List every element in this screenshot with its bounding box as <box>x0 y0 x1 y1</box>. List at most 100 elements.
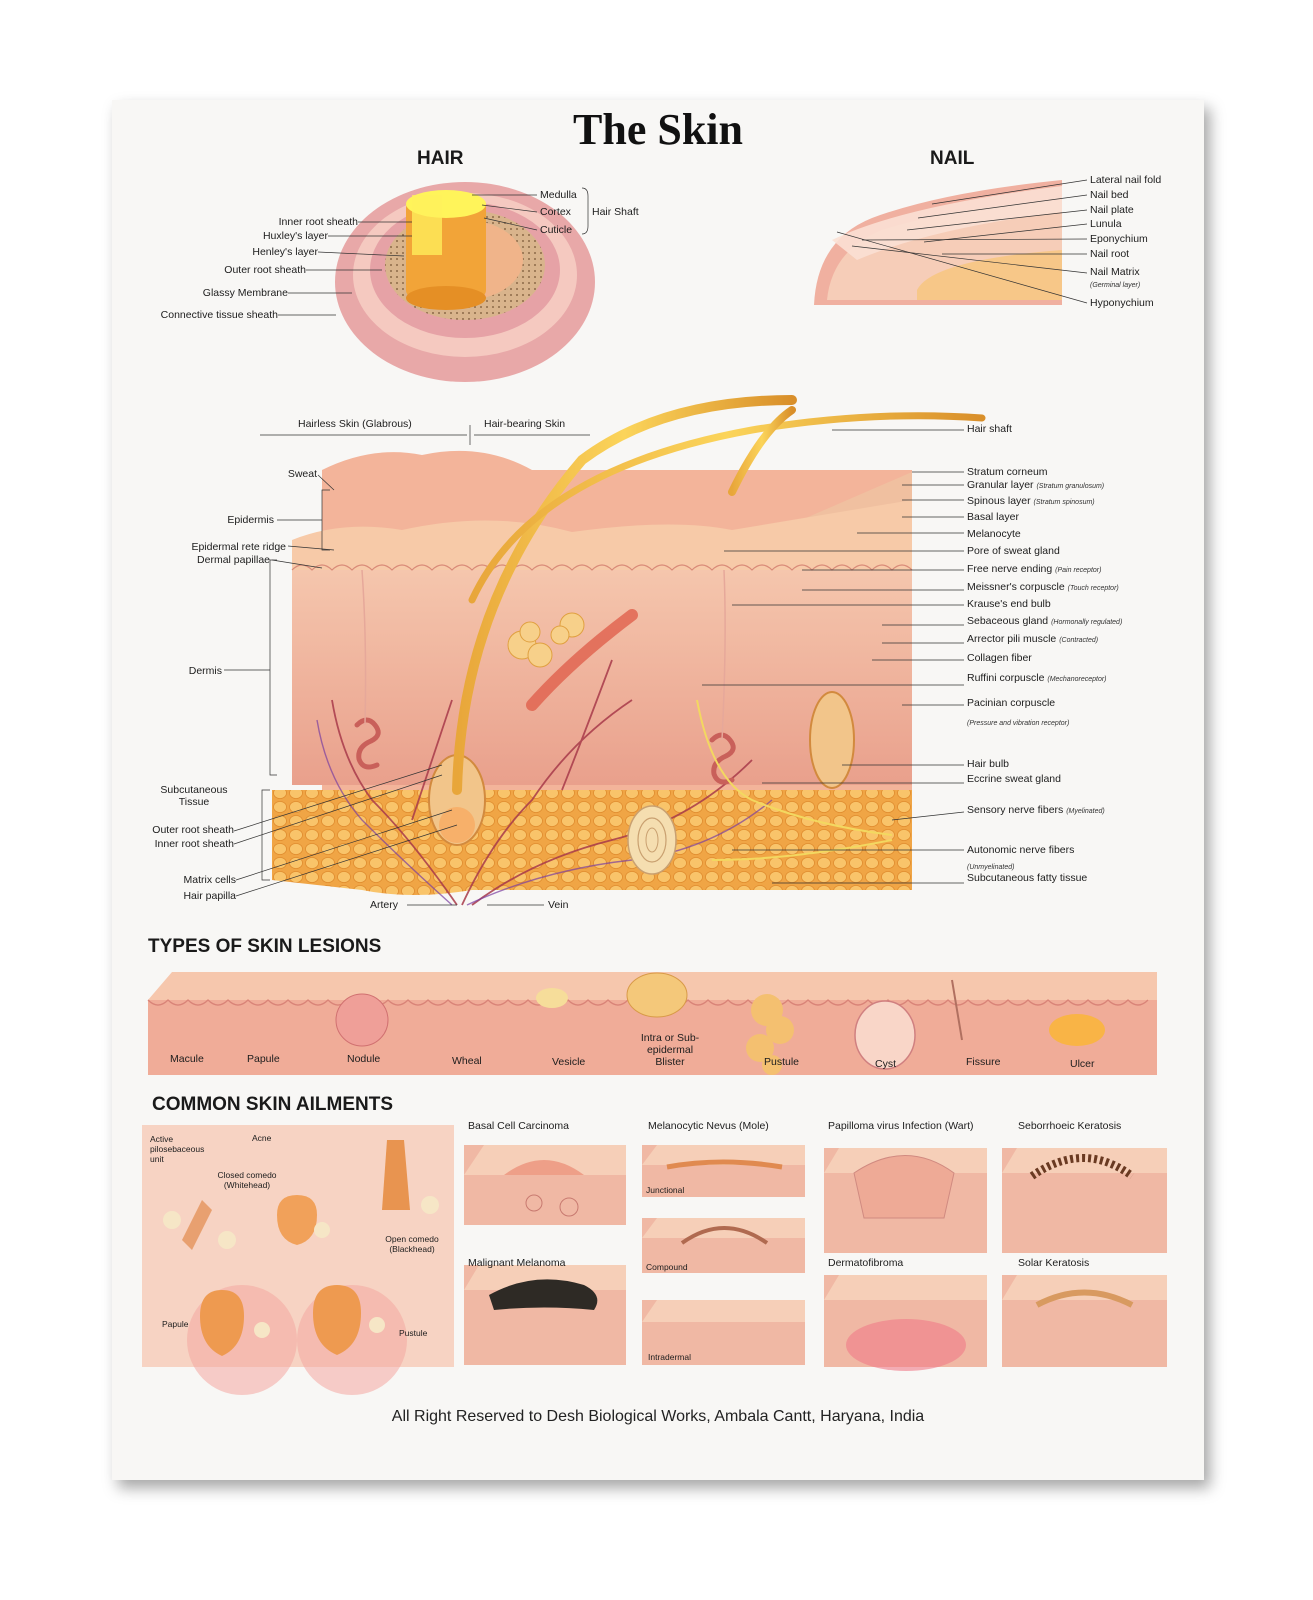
label-hairbearing-skin: Hair-bearing Skin <box>484 418 566 430</box>
main-label-text: Melanocyte <box>967 528 1021 540</box>
label-main-inner-root-sheath: Inner root sheath <box>154 838 234 850</box>
label-glassy-membrane: Glassy Membrane <box>202 287 288 299</box>
ailment-seborrhoeic-keratosis: Seborrhoeic Keratosis <box>1018 1120 1122 1132</box>
main-label-note: (Mechanoreceptor) <box>1047 676 1107 683</box>
main-label-16: Eccrine sweat gland <box>967 773 1061 785</box>
ailment-melanocytic-nevus: Melanocytic Nevus (Mole) <box>648 1120 769 1132</box>
ailments-section-title: COMMON SKIN AILMENTS <box>152 1094 394 1115</box>
main-label-text: Sebaceous gland <box>967 615 1049 627</box>
label-dermal-papillae: Dermal papillae <box>197 554 270 566</box>
main-label-note: (Contracted) <box>1059 637 1099 644</box>
skin-block <box>272 370 986 906</box>
label-lunula: Lunula <box>1090 218 1122 230</box>
main-label-7: Free nerve ending (Pain receptor) <box>967 563 1101 577</box>
main-label-2: Granular layer (Stratum granulosum) <box>967 479 1104 493</box>
main-label-note: (Stratum spinosum) <box>1033 499 1095 506</box>
main-label-text: Meissner's corpuscle <box>967 581 1065 593</box>
label-hairless-skin: Hairless Skin (Glabrous) <box>298 418 412 430</box>
lesion-nodule: Nodule <box>347 1053 381 1065</box>
hair-cross-section <box>335 182 595 382</box>
label-matrix-cells: Matrix cells <box>183 874 236 886</box>
ailment-papilloma-wart: Papilloma virus Infection (Wart) <box>828 1120 974 1132</box>
main-leader-lines <box>224 425 965 906</box>
acne-pustule: Pustule <box>399 1328 428 1338</box>
label-artery: Artery <box>370 899 399 911</box>
nevus-compound: Compound <box>646 1262 688 1272</box>
main-label-text: Autonomic nerve fibers <box>967 844 1075 856</box>
main-label-15: Hair bulb <box>967 758 1009 770</box>
label-nail-matrix: Nail Matrix <box>1090 266 1140 278</box>
label-nail-plate: Nail plate <box>1090 204 1134 216</box>
ailment-solar-keratosis: Solar Keratosis <box>1018 1257 1090 1269</box>
main-label-text: Free nerve ending <box>967 563 1053 575</box>
lesion-cyst: Cyst <box>875 1058 896 1070</box>
label-lateral-nail-fold: Lateral nail fold <box>1090 174 1162 186</box>
label-cortex: Cortex <box>540 206 571 218</box>
nevus-junctional: Junctional <box>646 1185 685 1195</box>
label-hair-shaft: Hair Shaft <box>592 206 639 218</box>
main-label-13: Ruffini corpuscle (Mechanoreceptor) <box>967 672 1107 686</box>
main-label-0: Hair shaft <box>967 423 1012 435</box>
label-vein: Vein <box>548 899 569 911</box>
label-sweat: Sweat <box>287 468 317 480</box>
lesions-section-title: TYPES OF SKIN LESIONS <box>148 936 382 957</box>
label-epidermis: Epidermis <box>227 514 274 526</box>
main-label-5: Melanocyte <box>967 528 1021 540</box>
label-inner-root-sheath: Inner root sheath <box>278 216 358 228</box>
footer-copyright: All Right Reserved to Desh Biological Wo… <box>391 1408 925 1425</box>
label-main-outer-root-sheath: Outer root sheath <box>152 824 234 836</box>
label-dermis: Dermis <box>188 665 222 677</box>
main-label-1: Stratum corneum <box>967 466 1048 478</box>
acne-acne: Acne <box>252 1133 272 1143</box>
lesion-pustule: Pustule <box>764 1056 800 1068</box>
ailment-dermatofibroma: Dermatofibroma <box>828 1257 904 1269</box>
ailment-basal-cell-carcinoma: Basal Cell Carcinoma <box>468 1120 569 1132</box>
main-label-9: Krause's end bulb <box>967 598 1051 610</box>
nail-section-title: NAIL <box>930 148 975 169</box>
ailment-tiles <box>464 1145 1167 1371</box>
main-label-text: Subcutaneous fatty tissue <box>967 872 1088 884</box>
main-label-14: Pacinian corpuscle <box>967 697 1055 709</box>
nail-illustration <box>814 180 1062 305</box>
main-label-11: Arrector pili muscle (Contracted) <box>967 633 1098 647</box>
main-label-text: Arrector pili muscle <box>967 633 1057 645</box>
main-label-text: Basal layer <box>967 511 1019 523</box>
main-label-text: Spinous layer <box>967 495 1031 507</box>
main-label-text: Pore of sweat gland <box>967 545 1060 557</box>
acne-panel <box>142 1125 454 1395</box>
acne-papule: Papule <box>162 1319 189 1329</box>
lesions-strip <box>147 972 1157 1075</box>
label-eponychium: Eponychium <box>1090 233 1148 245</box>
main-label-10: Sebaceous gland (Hormonally regulated) <box>967 615 1122 629</box>
lesion-fissure: Fissure <box>966 1056 1001 1068</box>
poster-title: The Skin <box>573 105 743 154</box>
acne-closed-comedo: Closed comedo (Whitehead) <box>217 1170 277 1190</box>
main-label-text: Granular layer <box>967 479 1034 491</box>
main-label-text: Collagen fiber <box>967 652 1032 664</box>
label-henleys-layer: Henley's layer <box>252 246 318 258</box>
main-label-4: Basal layer <box>967 511 1019 523</box>
main-label-6: Pore of sweat gland <box>967 545 1060 557</box>
label-epidermal-rete-ridge: Epidermal rete ridge <box>191 541 286 553</box>
ailment-malignant-melanoma: Malignant Melanoma <box>468 1257 566 1269</box>
label-connective-tissue-sheath: Connective tissue sheath <box>160 309 278 321</box>
label-hyponychium: Hyponychium <box>1090 297 1154 309</box>
lesion-macule: Macule <box>170 1053 204 1065</box>
main-label-18: Autonomic nerve fibers <box>967 844 1074 856</box>
main-label-19: Subcutaneous fatty tissue <box>967 872 1087 884</box>
label-nail-root: Nail root <box>1090 248 1130 260</box>
main-label-note: (Touch receptor) <box>1067 585 1119 592</box>
label-outer-root-sheath: Outer root sheath <box>224 264 306 276</box>
label-autonomic-note: (Unmyelinated) <box>967 864 1015 871</box>
main-label-3: Spinous layer (Stratum spinosum) <box>967 495 1095 509</box>
skin-illustrations <box>142 179 1167 1395</box>
nevus-intradermal: Intradermal <box>648 1352 691 1362</box>
label-hair-papilla: Hair papilla <box>183 890 236 902</box>
label-nail-matrix-note: (Germinal layer) <box>1090 282 1141 289</box>
main-label-17: Sensory nerve fibers (Myelinated) <box>967 804 1105 818</box>
main-label-text: Krause's end bulb <box>967 598 1051 610</box>
label-cuticle: Cuticle <box>540 224 573 236</box>
acne-open-comedo: Open comedo (Blackhead) <box>385 1234 439 1254</box>
main-label-8: Meissner's corpuscle (Touch receptor) <box>967 581 1119 595</box>
